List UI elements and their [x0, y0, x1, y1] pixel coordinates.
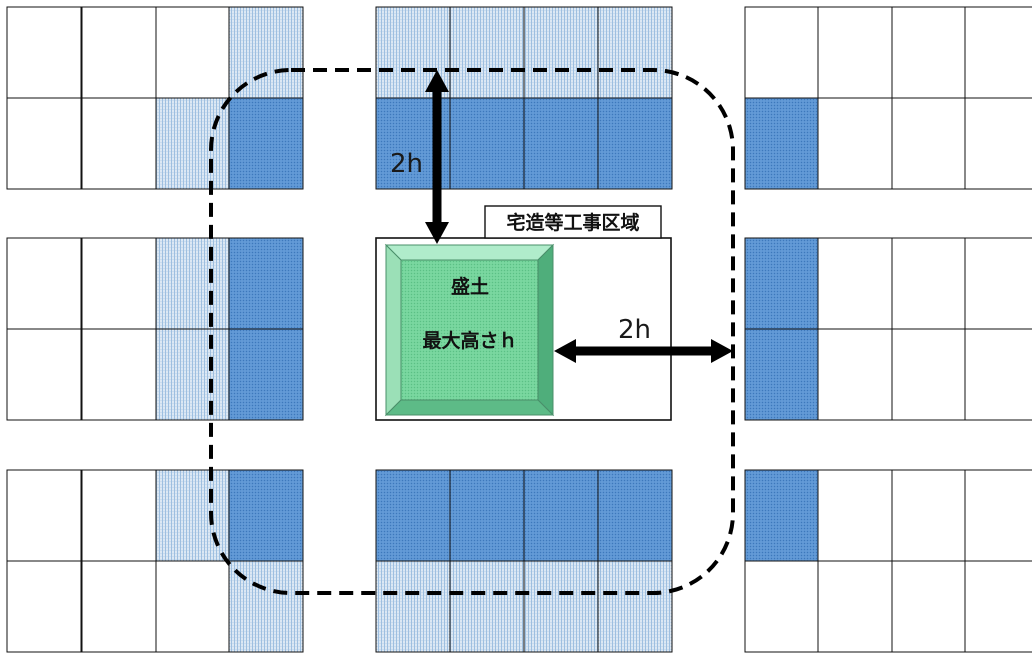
zone-label-box	[484, 205, 662, 239]
lot-cell-affected	[744, 328, 820, 421]
lot-cell	[891, 469, 967, 562]
lot-cell	[81, 237, 157, 330]
lot-cell	[817, 328, 893, 421]
lot-cell	[817, 560, 893, 653]
lot-cell	[964, 560, 1032, 653]
lot-cell	[891, 6, 967, 99]
lot-cell	[744, 560, 820, 653]
lot-grid	[6, 6, 1032, 653]
lot-cell-partial	[155, 237, 231, 330]
lot-cell-affected	[228, 469, 304, 562]
lot-cell-partial	[449, 560, 525, 653]
lot-cell-affected	[449, 469, 525, 562]
lot-cell	[891, 328, 967, 421]
lot-cell-partial	[155, 97, 231, 190]
lot-cell-partial	[228, 6, 304, 99]
lot-cell	[817, 469, 893, 562]
distance-label-top: 2h	[390, 149, 423, 179]
lot-cell	[744, 6, 820, 99]
lot-cell-affected	[375, 469, 451, 562]
distance-label-right: 2h	[618, 315, 651, 345]
vertical-distance-arrow	[425, 70, 449, 244]
lot-cell	[964, 97, 1032, 190]
lot-cell-affected	[597, 97, 673, 190]
lot-cell-affected	[744, 469, 820, 562]
lot-cell-affected	[744, 97, 820, 190]
lot-cell	[81, 97, 157, 190]
lot-cell-partial	[523, 6, 599, 99]
lot-cell-affected	[523, 97, 599, 190]
horizontal-distance-arrow	[554, 339, 733, 363]
lot-cell-partial	[449, 6, 525, 99]
lot-cell	[964, 469, 1032, 562]
lot-cell	[891, 560, 967, 653]
lot-cell	[964, 237, 1032, 330]
mound-label-height: 最大高さｈ	[422, 329, 517, 352]
lot-cell-affected	[449, 97, 525, 190]
lot-cell	[81, 6, 157, 99]
mound-label-fill: 盛土	[451, 275, 489, 298]
lot-cell-partial	[155, 328, 231, 421]
lot-cell-partial	[375, 560, 451, 653]
lot-cell	[6, 560, 82, 653]
lot-cell	[6, 97, 82, 190]
lot-cell	[81, 560, 157, 653]
lot-cell	[155, 560, 231, 653]
lot-cell-affected	[744, 237, 820, 330]
lot-cell	[891, 97, 967, 190]
lot-cell-affected	[228, 328, 304, 421]
lot-cell	[6, 328, 82, 421]
lot-cell-partial	[523, 560, 599, 653]
zone-label: 宅造等工事区域	[506, 211, 639, 234]
lot-cell-partial	[228, 560, 304, 653]
lot-cell	[155, 6, 231, 99]
lot-cell-affected	[523, 469, 599, 562]
lot-cell	[817, 97, 893, 190]
lot-cell-affected	[228, 97, 304, 190]
lot-cell-partial	[597, 560, 673, 653]
lot-cell-partial	[597, 6, 673, 99]
lot-cell-partial	[155, 469, 231, 562]
lot-cell	[817, 237, 893, 330]
lot-cell-affected	[228, 237, 304, 330]
lot-cell	[964, 6, 1032, 99]
lot-cell	[964, 328, 1032, 421]
influence-boundary	[209, 68, 735, 595]
lot-cell	[6, 6, 82, 99]
embankment-mound	[384, 243, 555, 417]
lot-cell	[81, 469, 157, 562]
lot-cell	[891, 237, 967, 330]
lot-cell-affected	[597, 469, 673, 562]
lot-cell	[81, 328, 157, 421]
lot-cell	[6, 237, 82, 330]
lot-cell	[817, 6, 893, 99]
lot-cell	[6, 469, 82, 562]
